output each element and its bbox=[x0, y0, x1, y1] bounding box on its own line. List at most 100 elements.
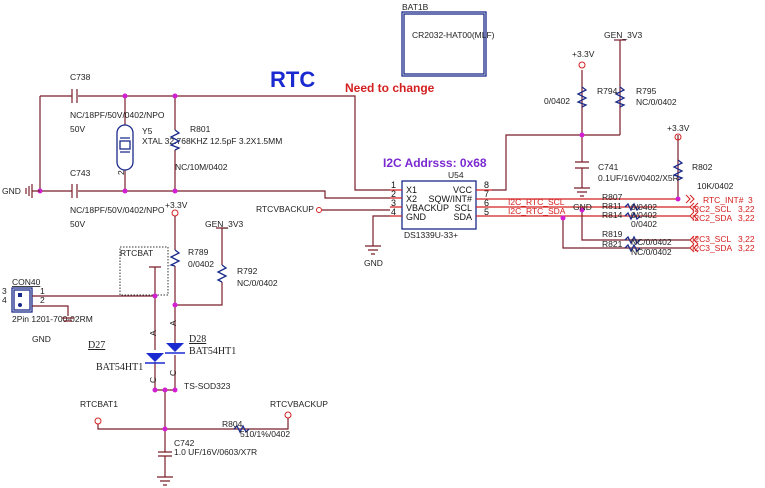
y5-pin: 2 bbox=[116, 170, 126, 175]
pin-num-4: 4 bbox=[391, 207, 396, 217]
c742-ref: C742 bbox=[174, 438, 195, 448]
offpage-rtc-int[interactable]: RTC_INT# bbox=[703, 195, 744, 205]
d28-cathode: C bbox=[168, 370, 178, 376]
pin-num-1: 1 bbox=[391, 180, 396, 190]
pin-name-scl: SCL bbox=[454, 203, 472, 213]
change-note: Need to change bbox=[345, 81, 435, 95]
d27-anode: A bbox=[148, 330, 158, 336]
r801-ref: R801 bbox=[190, 124, 211, 134]
i2c-address-note: I2C Addrsss: 0x68 bbox=[383, 156, 487, 170]
r819-ref: R819 bbox=[602, 229, 623, 239]
r795-value: NC/0/0402 bbox=[636, 97, 677, 107]
d28-package: TS-SOD323 bbox=[184, 381, 231, 391]
offpage-i2c3-scl[interactable]: I2C3_SCL bbox=[692, 234, 731, 244]
offpage-i2c2-scl-ref: 3,22 bbox=[738, 204, 755, 214]
gnd-symbol bbox=[25, 184, 40, 198]
r792-ref: R792 bbox=[237, 266, 258, 276]
r807-ref: R807 bbox=[602, 192, 623, 202]
r804-value: 510/1%/0402 bbox=[240, 429, 290, 439]
v33-label-r794: +3.3V bbox=[572, 49, 595, 59]
ic-u54: U54 DS1339U-33+ X1 X2 VBACKUP GND VCC SQ… bbox=[391, 170, 489, 240]
offpage-i2c2-scl[interactable]: I2C2_SCL bbox=[692, 204, 731, 214]
v33-label-r789: +3.3V bbox=[165, 200, 188, 210]
r802-value: 10K/0402 bbox=[697, 181, 734, 191]
con40-gnd-label: GND bbox=[32, 334, 51, 344]
c743-voltage: 50V bbox=[70, 219, 85, 229]
offpage-i2c3-sda[interactable]: I2C3_SDA bbox=[692, 243, 732, 253]
gnd-label: GND bbox=[2, 186, 21, 196]
pin-name-vbackup: VBACKUP bbox=[406, 203, 449, 213]
crystal-y5 bbox=[116, 124, 134, 171]
offpage-i2c2-sda-ref: 3,22 bbox=[738, 213, 755, 223]
offpage-rtc-int-ref: 3 bbox=[748, 195, 753, 205]
bat-ref: BAT1B bbox=[402, 2, 429, 12]
r792-value: NC/0/0402 bbox=[237, 278, 278, 288]
pin-num-2: 2 bbox=[391, 189, 396, 199]
pin-name-sqw: SQW/INT# bbox=[428, 194, 472, 204]
r795-ref: R795 bbox=[636, 86, 657, 96]
r811-ref: R811 bbox=[602, 201, 622, 211]
bat-value: CR2032-HAT00(MLF) bbox=[412, 30, 495, 40]
r811-value: 0/0402 bbox=[631, 202, 657, 212]
pin-name-x1: X1 bbox=[406, 185, 417, 195]
c738-voltage: 50V bbox=[70, 124, 85, 134]
r804-ref: R804 bbox=[222, 419, 243, 429]
pin-num-6: 6 bbox=[484, 198, 489, 208]
offpage-i2c3-sda-ref: 3,22 bbox=[738, 243, 755, 253]
d28-ref: D28 bbox=[189, 334, 206, 345]
pin-num-3: 3 bbox=[391, 198, 396, 208]
rtcbat1-label: RTCBAT1 bbox=[80, 399, 118, 409]
c742-value: 1.0 UF/16V/0603/X7R bbox=[174, 447, 257, 457]
c741-gnd-label: GND bbox=[573, 202, 592, 212]
r789-ref: R789 bbox=[188, 247, 209, 257]
con40-pin4: 4 bbox=[2, 295, 7, 305]
pin-name-sda: SDA bbox=[453, 212, 472, 222]
r821-ref: R821 bbox=[602, 239, 623, 249]
u54-part: DS1339U-33+ bbox=[404, 230, 458, 240]
con40-value: 2Pin 1201-700-02RM bbox=[12, 314, 93, 324]
r814-ref: R814 bbox=[602, 210, 623, 220]
r794-ref: R794 bbox=[597, 86, 618, 96]
page-title: RTC bbox=[270, 67, 315, 92]
offpage-i2c2-sda[interactable]: I2C2_SDA bbox=[692, 213, 732, 223]
r794-value: 0/0402 bbox=[544, 96, 570, 106]
con40-pin2: 2 bbox=[40, 295, 45, 305]
gen3v3-label-bottom: GEN_3V3 bbox=[205, 219, 244, 229]
rtcvbackup-bottom-label: RTCVBACKUP bbox=[270, 399, 328, 409]
pin-name-vcc: VCC bbox=[453, 185, 473, 195]
d27-ref: D27 bbox=[88, 340, 105, 351]
d27-cathode: C bbox=[148, 377, 158, 383]
r802-ref: R802 bbox=[692, 162, 713, 172]
rtcbat-label: RTCBAT bbox=[120, 248, 153, 258]
battery-bat1b: BAT1B CR2032-HAT00(MLF) bbox=[401, 2, 495, 77]
connector-con40 bbox=[11, 287, 33, 313]
c738-ref: C738 bbox=[70, 72, 91, 82]
y5-value: XTAL 32.768KHZ 12.5pF 3.2X1.5MM bbox=[142, 136, 282, 146]
y5-ref: Y5 bbox=[142, 126, 153, 136]
c743-value: NC/18PF/50V/0402/NPO bbox=[70, 205, 165, 215]
r814-value-2: 0/0402 bbox=[631, 219, 657, 229]
r821-value: NC/0/0402 bbox=[631, 247, 672, 257]
pin-num-5: 5 bbox=[484, 207, 489, 217]
gen3v3-label-top: GEN_3V3 bbox=[604, 30, 643, 40]
rtcvbackup-net-label: RTCVBACKUP bbox=[256, 204, 314, 214]
u54-ref: U54 bbox=[448, 170, 464, 180]
con40-pin1: 1 bbox=[40, 286, 45, 296]
r814-value: 0/0402 bbox=[631, 210, 657, 220]
d28-anode: A bbox=[168, 320, 178, 326]
con40-pin3: 3 bbox=[2, 286, 7, 296]
pin-num-8: 8 bbox=[484, 180, 489, 190]
r801-value: NC/10M/0402 bbox=[175, 162, 228, 172]
pin-name-gnd: GND bbox=[406, 212, 427, 222]
c741-value: 0.1UF/16V/0402/X5R bbox=[598, 173, 679, 183]
c743-ref: C743 bbox=[70, 168, 91, 178]
pin-name-x2: X2 bbox=[406, 194, 417, 204]
r789-value: 0/0402 bbox=[188, 259, 214, 269]
v33-label-r802: +3.3V bbox=[667, 123, 690, 133]
offpage-i2c3-scl-ref: 3,22 bbox=[738, 234, 755, 244]
pin-num-7: 7 bbox=[484, 189, 489, 199]
c738-value: NC/18PF/50V/0402/NPO bbox=[70, 110, 165, 120]
u54-gnd-label: GND bbox=[364, 258, 383, 268]
i2c-rtc-scl-label: I2C_RTC_SCL bbox=[508, 197, 565, 207]
